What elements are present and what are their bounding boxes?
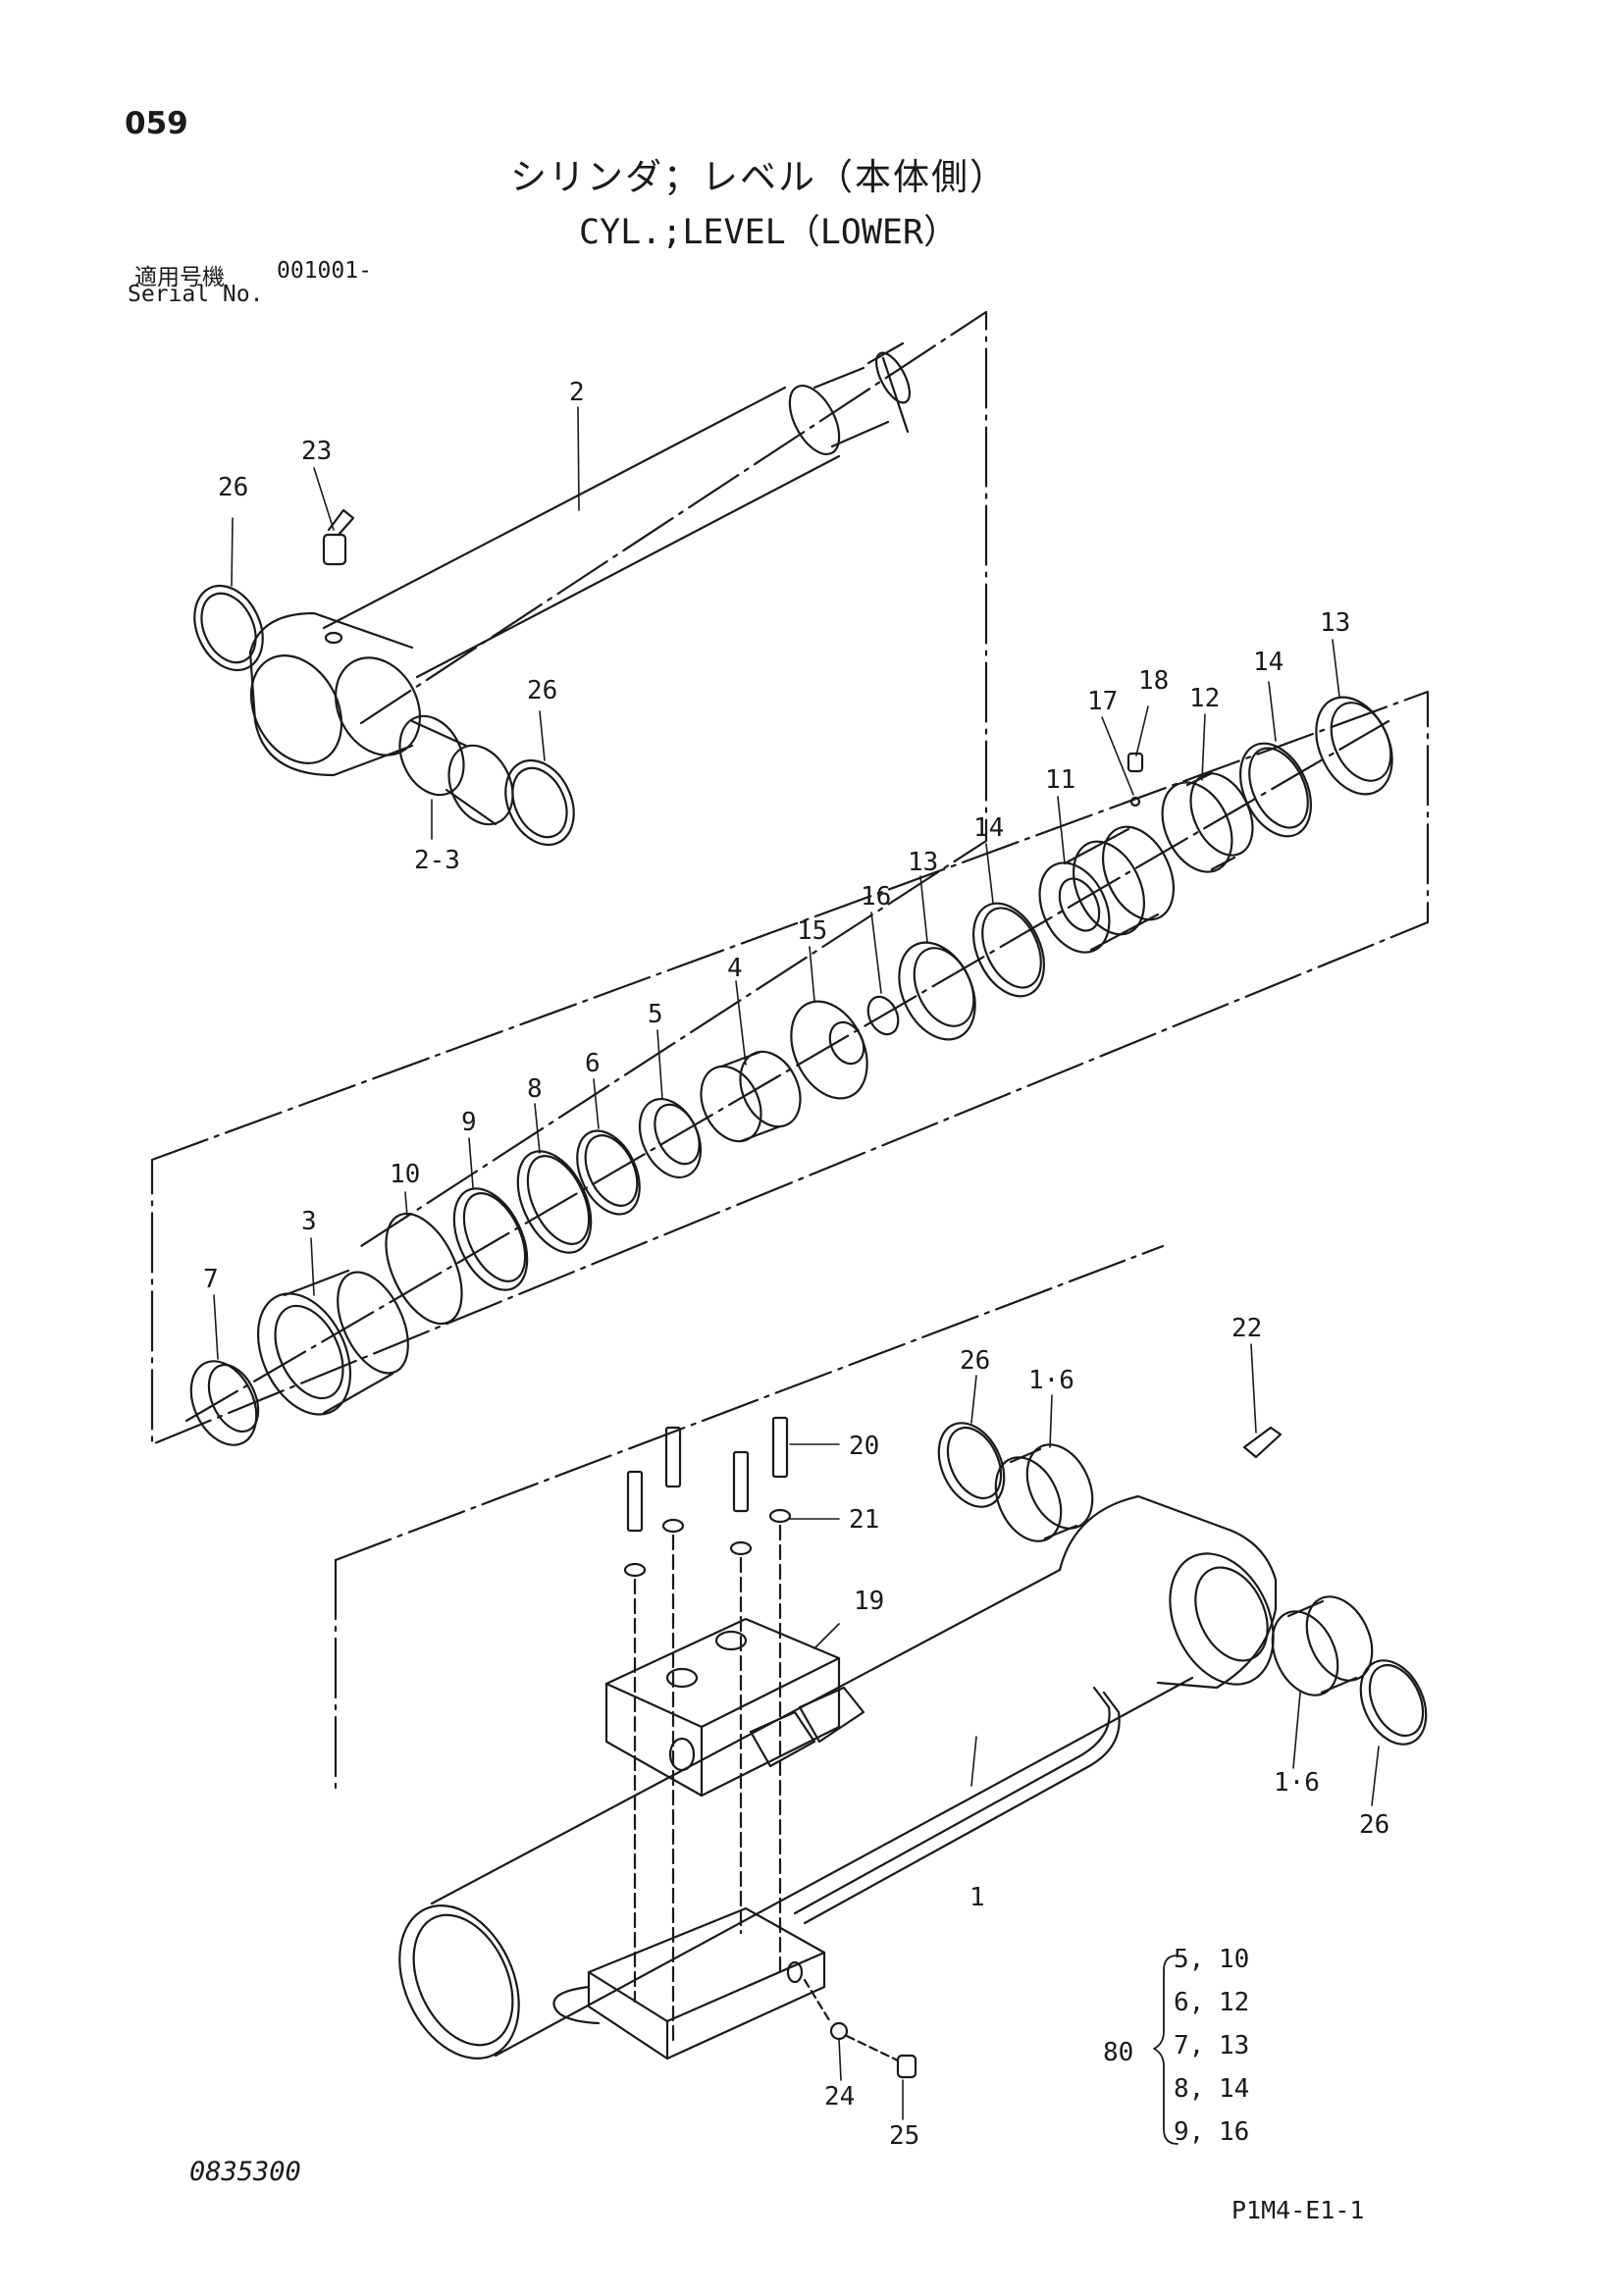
callout-26: 26 [527,676,557,705]
set-screw-part-18 [1126,752,1144,773]
callout-14: 14 [1253,648,1283,677]
bushing-part-1-6-b [1271,1595,1374,1696]
bushing-part-2-3 [398,714,514,826]
page-reference: P1M4-E1-1 [1231,2196,1365,2224]
ring-part-14-a [972,902,1045,998]
callout-2-3: 2-3 [414,846,460,875]
callout-3: 3 [301,1207,317,1236]
page-number: 059 [125,106,188,141]
callout-16: 16 [861,882,891,912]
ring-part-26-c [937,1422,1006,1508]
seal-part-13-a [898,941,976,1041]
callout-12: 12 [1189,684,1220,713]
serial-label-japanese: 適用号機 [134,265,225,290]
kit-row: 6,12 [1174,1988,1250,2017]
callout-2: 2 [569,378,585,407]
ring-part-10 [385,1212,463,1326]
ring-part-26-d [1359,1659,1428,1746]
cylinder-tube-part-1 [398,1494,1278,2060]
callout-25: 25 [889,2121,919,2151]
callout-26: 26 [960,1346,990,1376]
valve-block-part-19 [604,1617,865,1798]
callout-22: 22 [1231,1314,1262,1343]
callout-4: 4 [727,954,743,983]
section-boundary-middle [150,690,1430,1446]
callout-24: 24 [824,2082,855,2112]
plug-part-25 [896,2054,917,2079]
collar-part-15 [790,1000,868,1100]
callout-26: 26 [218,473,248,502]
kit-row: 9,16 [1174,2117,1250,2147]
callout-8: 8 [527,1074,543,1104]
callout-6: 6 [585,1049,601,1078]
kit-row: 8,14 [1174,2074,1250,2104]
callout-18: 18 [1138,666,1169,696]
ring-part-26-b [504,758,575,847]
document-code: 0835300 [189,2157,301,2187]
callout-1-6: 1·6 [1028,1366,1074,1395]
section-boundary-top [359,310,988,1248]
grease-fitting-part-22 [1242,1426,1283,1459]
bushing-part-1-6-a [994,1443,1094,1542]
cylinder-head-part-3 [256,1269,409,1416]
title-english: CYL.;LEVEL（LOWER） [579,213,959,252]
ring-part-9 [452,1187,529,1291]
callout-9: 9 [461,1108,477,1137]
ring-part-8 [516,1150,593,1254]
serial-label-english: Serial No. [128,282,264,307]
callout-26: 26 [1359,1810,1389,1840]
piston-rod-part-2 [248,341,911,777]
title-japanese: シリンダ；レベル（本体側） [510,156,1008,198]
seal-kit-number: 80 [1103,2038,1134,2067]
ring-part-26-a [193,584,264,672]
callout-15: 15 [797,916,827,946]
callout-1-6: 1·6 [1274,1768,1320,1798]
callout-13: 13 [1320,608,1350,638]
serial-number: 001001- [277,258,372,284]
callout-14: 14 [973,813,1004,843]
callout-21: 21 [849,1505,879,1535]
callout-19: 19 [854,1587,884,1616]
kit-brace [1153,1955,1179,2145]
kit-row: 7,13 [1174,2031,1250,2060]
kit-row: 5,10 [1174,1945,1250,1974]
valve-block-bottom [552,1906,826,2060]
callout-17: 17 [1087,687,1118,716]
piston-part-11 [1038,825,1175,954]
ball-part-24 [829,2021,849,2041]
callout-7: 7 [203,1265,219,1294]
bolts-part-20 [626,1416,789,1533]
seal-part-13-b [1315,696,1393,796]
seal-part-7 [189,1360,260,1446]
washers-part-21 [623,1508,792,1578]
grease-fitting-part-23 [322,508,355,566]
callout-5: 5 [648,1000,663,1029]
callout-11: 11 [1045,765,1075,795]
callout-20: 20 [849,1432,879,1461]
ring-part-12 [1161,771,1254,873]
callout-13: 13 [908,848,938,877]
callout-10: 10 [390,1160,420,1189]
bushing-part-4 [700,1050,802,1143]
section-boundary-bottom [334,1244,1165,1798]
ball-part-17 [1129,796,1141,808]
callout-23: 23 [301,437,332,466]
callout-1: 1 [969,1883,985,1912]
